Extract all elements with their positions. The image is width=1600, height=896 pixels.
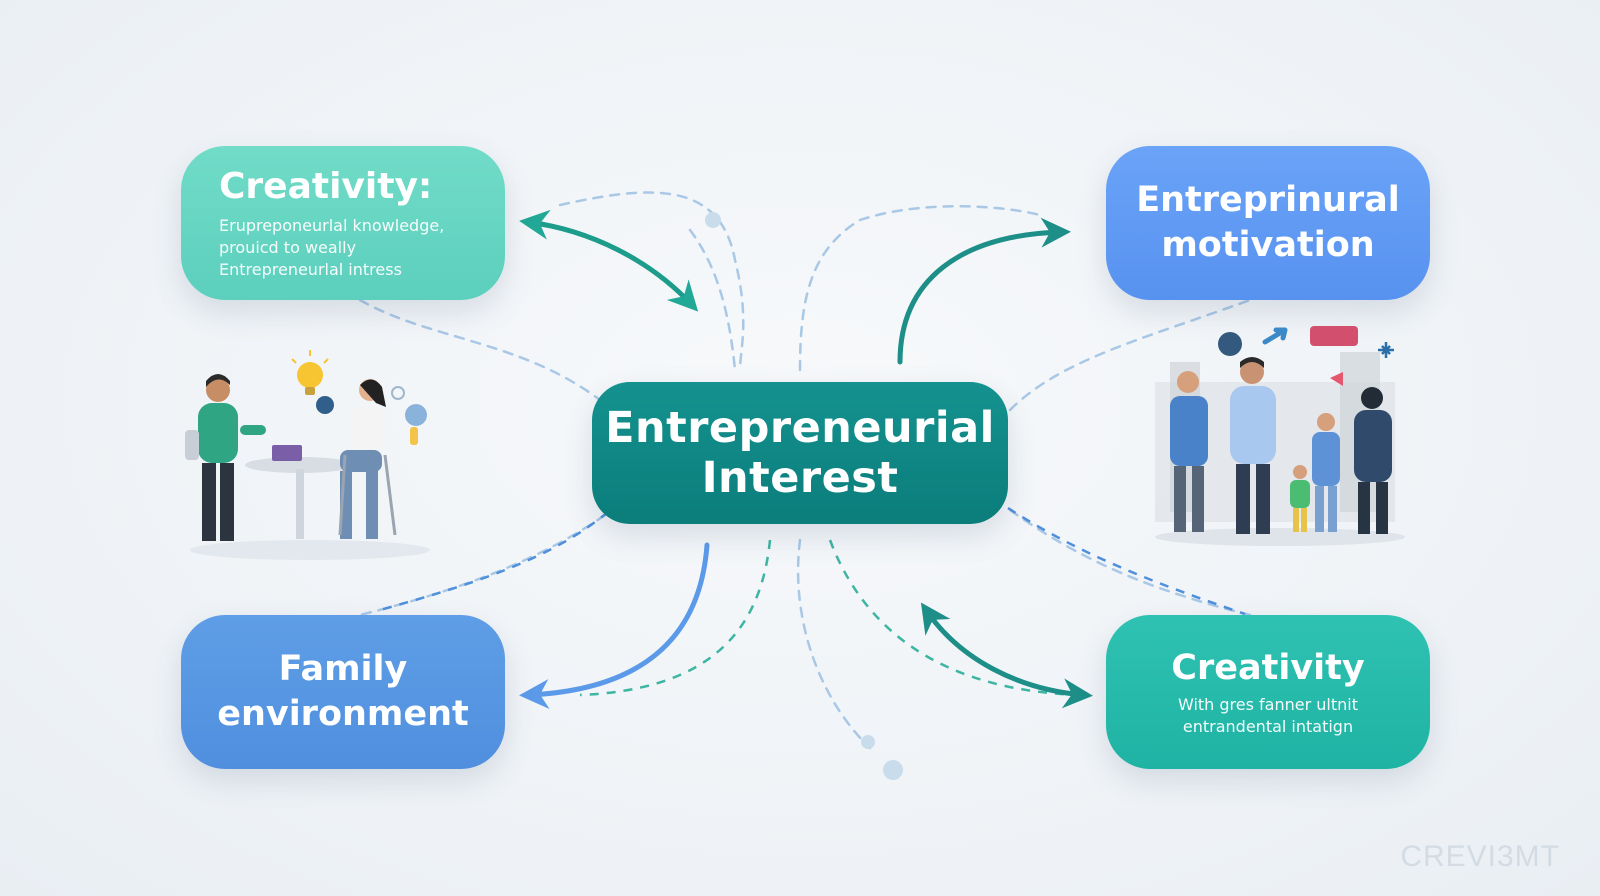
arrow-creativity2-center <box>920 602 1093 709</box>
node-title-line: motivation <box>1161 225 1375 265</box>
dashed-link <box>796 538 872 750</box>
dashed-link <box>358 513 607 617</box>
node-title-line: Family <box>278 649 408 689</box>
node-body-line: prouicd to weally <box>219 238 357 257</box>
dashed-link-green <box>579 539 772 697</box>
dashed-link-blue <box>1007 506 1246 616</box>
dashed-link <box>798 205 1042 372</box>
dashed-link <box>688 228 737 372</box>
lightbulb-icon <box>291 350 329 395</box>
node-body-line: Erupreponeurlal knowledge, <box>219 216 445 235</box>
node-body-line: Entrepreneurlal intress <box>219 260 402 279</box>
node-entrepreneurial-interest: Entrepreneurial Interest <box>592 382 1008 524</box>
center-title-line: Entrepreneurial <box>605 403 995 453</box>
watermark-text: CREVI3MT <box>1400 840 1560 873</box>
dashed-link-green <box>828 539 1081 697</box>
node-dot <box>883 760 903 780</box>
node-body-line: With gres fanner ultnit <box>1177 695 1358 714</box>
dashed-link <box>1008 508 1252 617</box>
arrow-creativity-to-center <box>519 209 699 312</box>
family-illustration <box>1155 326 1405 546</box>
collaboration-illustration <box>185 350 430 560</box>
arrow-center-to-family <box>519 542 710 710</box>
node-title: Creativity: <box>219 166 433 207</box>
arrow-center-to-motivation <box>897 217 1071 365</box>
node-creativity-knowledge: Creativity: Erupreponeurlal knowledge, p… <box>181 146 505 300</box>
node-body-line: entrandental intatign <box>1182 717 1354 736</box>
node-title: Creativity <box>1171 648 1365 688</box>
node-entrepreneurial-motivation: Entreprinural motivation <box>1106 146 1430 300</box>
node-title-line: Entreprinural <box>1136 180 1400 220</box>
node-creativity: Creativity With gres fanner ultnit entra… <box>1106 615 1430 769</box>
node-title-line: environment <box>217 694 469 734</box>
dashed-link <box>1008 298 1252 412</box>
node-dot <box>705 212 721 228</box>
dashed-link <box>558 191 745 372</box>
node-dot <box>861 735 875 749</box>
dashed-link <box>358 298 602 402</box>
center-title-line: Interest <box>701 453 899 503</box>
node-family-environment: Family environment <box>181 615 505 769</box>
